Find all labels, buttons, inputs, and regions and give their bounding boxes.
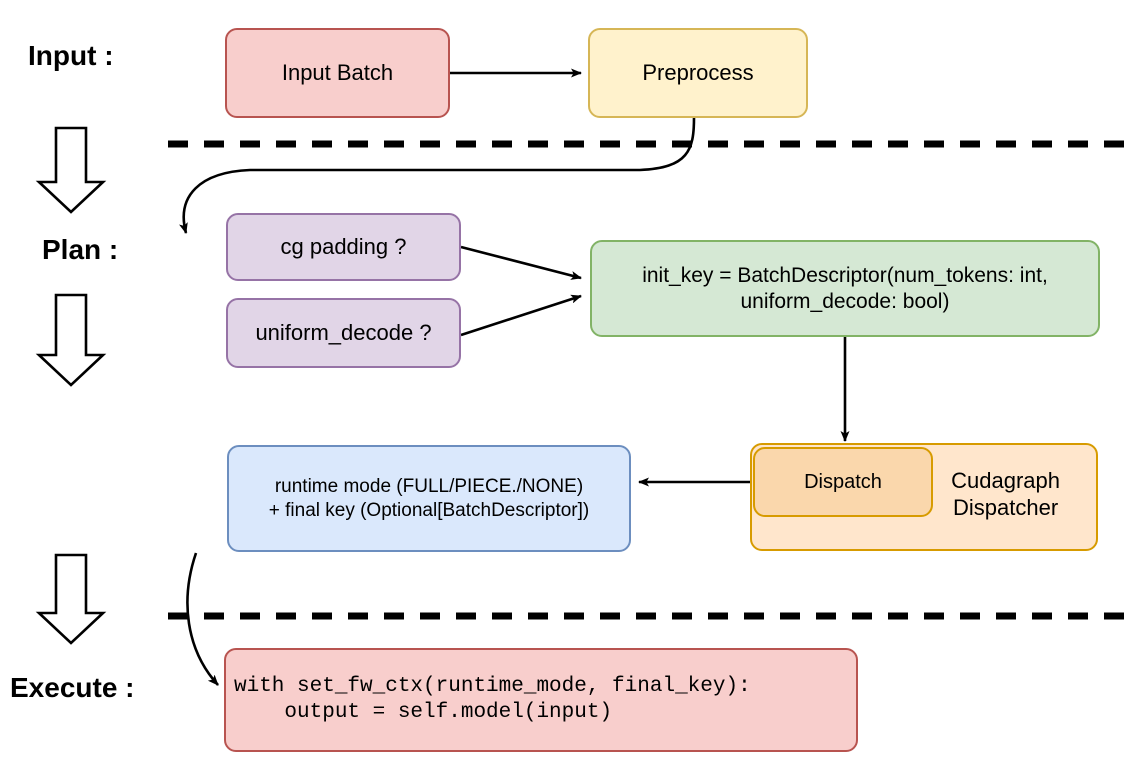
node-input-batch[interactable]: Input Batch [225,28,450,118]
connector-runtime-mode-to-execute-code [186,552,219,686]
connector-cg-padding-to-init-key [460,245,582,280]
stage-label-execute: Execute : [10,672,135,703]
connector-uniform-decode-to-init-key [460,294,582,337]
stage-label-input: Input : [28,40,114,71]
stage-label-plan: Plan : [42,234,119,265]
node-uniform-decode[interactable]: uniform_decode ? [226,298,461,368]
block-arrow-input-to-plan [35,126,107,214]
block-arrow-group [35,126,107,645]
node-init-key[interactable]: init_key = BatchDescriptor(num_tokens: i… [590,240,1100,337]
block-arrow-plan-to-execute [35,293,107,387]
separator-group [168,140,1130,620]
block-arrow-execute-marker [35,553,107,645]
node-execute-code[interactable]: with set_fw_ctx(runtime_mode, final_key)… [224,648,858,752]
node-cg-padding[interactable]: cg padding ? [226,213,461,281]
node-dispatch[interactable]: Dispatch [753,447,933,517]
node-runtime-mode[interactable]: runtime mode (FULL/PIECE./NONE) + final … [227,445,631,552]
node-preprocess[interactable]: Preprocess [588,28,808,118]
